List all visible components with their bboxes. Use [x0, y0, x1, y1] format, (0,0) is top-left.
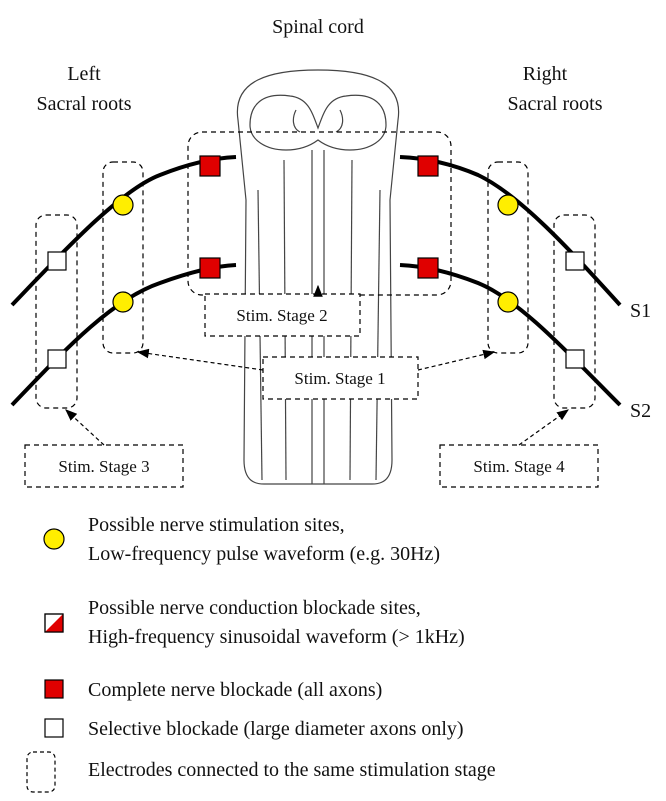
right-root-s2	[400, 265, 620, 405]
stage-1-label: Stim. Stage 1	[294, 369, 385, 388]
right-label-line1: Right	[523, 63, 568, 85]
legend-item-1-line1: Possible nerve stimulation sites,	[88, 514, 345, 536]
group-stage-1-left	[103, 162, 143, 353]
left-root-s1	[12, 157, 236, 305]
white-square-marker	[48, 350, 66, 368]
yellow-circle-marker	[113, 292, 133, 312]
legend-item-5-line1: Electrodes connected to the same stimula…	[88, 759, 496, 781]
right-root-s1	[400, 157, 620, 305]
legend-item-1-line2: Low-frequency pulse waveform (e.g. 30Hz)	[88, 543, 440, 565]
red-square-marker	[200, 258, 220, 278]
legend-yellow-circle-icon	[44, 529, 64, 549]
electrode-markers	[48, 156, 584, 368]
legend-item-3-line1: Complete nerve blockade (all axons)	[88, 679, 382, 701]
group-stage-1-right	[488, 162, 528, 353]
left-root-s2	[12, 265, 236, 405]
yellow-circle-marker	[113, 195, 133, 215]
white-square-marker	[566, 350, 584, 368]
white-square-marker	[566, 252, 584, 270]
diagram-title: Spinal cord	[272, 16, 364, 38]
stage-3-label: Stim. Stage 3	[58, 457, 149, 476]
white-square-marker	[48, 252, 66, 270]
root-label-s2: S2	[630, 400, 651, 422]
stage-3-arrow	[66, 410, 104, 445]
stage-4-arrow	[519, 410, 568, 445]
red-square-marker	[418, 258, 438, 278]
stage-2-label: Stim. Stage 2	[236, 306, 327, 325]
left-label-line2: Sacral roots	[37, 93, 132, 115]
right-label-line2: Sacral roots	[508, 93, 603, 115]
root-label-s1: S1	[630, 300, 651, 322]
legend-white-square-icon	[45, 719, 63, 737]
legend: Possible nerve stimulation sites, Low-fr…	[27, 514, 496, 792]
legend-dashed-box-icon	[27, 752, 55, 792]
stage-4-label: Stim. Stage 4	[473, 457, 565, 476]
group-stage-4	[554, 215, 595, 408]
red-square-marker	[200, 156, 220, 176]
red-square-marker	[418, 156, 438, 176]
legend-item-4-line1: Selective blockade (large diameter axons…	[88, 718, 464, 740]
yellow-circle-marker	[498, 292, 518, 312]
legend-half-red-square-icon	[45, 614, 63, 632]
left-label-line1: Left	[67, 63, 101, 85]
yellow-circle-marker	[498, 195, 518, 215]
legend-item-2-line2: High-frequency sinusoidal waveform (> 1k…	[88, 626, 465, 648]
stage-1-arrow-right	[418, 352, 494, 370]
legend-item-2-line1: Possible nerve conduction blockade sites…	[88, 597, 421, 619]
legend-red-square-icon	[45, 680, 63, 698]
